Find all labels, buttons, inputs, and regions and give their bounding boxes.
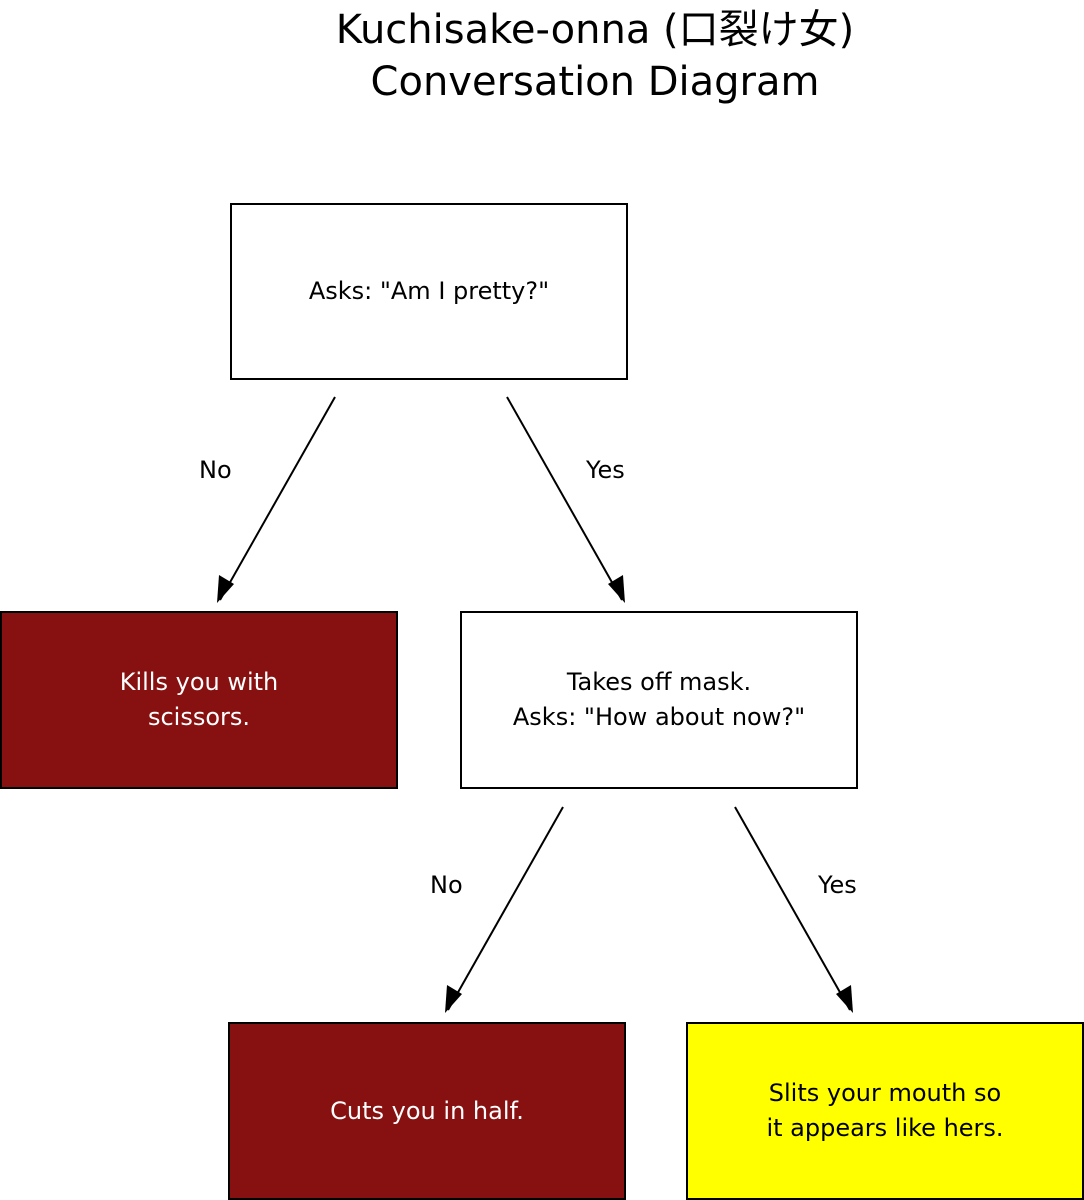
arrowhead-q1-no [217,575,234,603]
arrowhead-q1-yes [608,575,625,603]
node-question-how-about-now: Takes off mask. Asks: "How about now?" [460,611,858,789]
arrow-q2-no [447,806,564,1011]
node-slits-line-2: it appears like hers. [766,1114,1004,1142]
node-cuts-you-in-half: Cuts you in half. [228,1022,626,1200]
node-kills-line-1: Kills you with [119,668,279,696]
edge-label-q2-no: No [430,871,463,899]
edge-label-q2-yes: Yes [818,871,857,899]
edge-label-q1-yes: Yes [586,456,625,484]
arrow-q1-no [219,396,336,601]
arrowhead-q2-yes [836,985,853,1013]
node-slits-your-mouth: Slits your mouth so it appears like hers… [686,1022,1084,1200]
edge-label-q1-no: No [199,456,232,484]
node-cuts-line-1: Cuts you in half. [330,1096,524,1125]
diagram-title-line-1: Kuchisake-onna (口裂け女) [335,7,855,53]
node-question-am-i-pretty-line-1: Asks: "Am I pretty?" [308,277,550,305]
arrow-q2-yes [734,806,851,1011]
node-kills-with-scissors: Kills you with scissors. [0,611,398,789]
diagram-title-line-2: Conversation Diagram [370,59,820,105]
node-question-am-i-pretty: Asks: "Am I pretty?" [230,203,628,380]
node-slits-line-1: Slits your mouth so [768,1079,1002,1107]
node-kills-line-2: scissors. [147,703,251,731]
node-question-how-about-now-line-2: Asks: "How about now?" [512,703,806,731]
arrowhead-q2-no [445,985,462,1013]
node-question-how-about-now-line-1: Takes off mask. [566,668,752,696]
arrow-q1-yes [506,396,623,601]
